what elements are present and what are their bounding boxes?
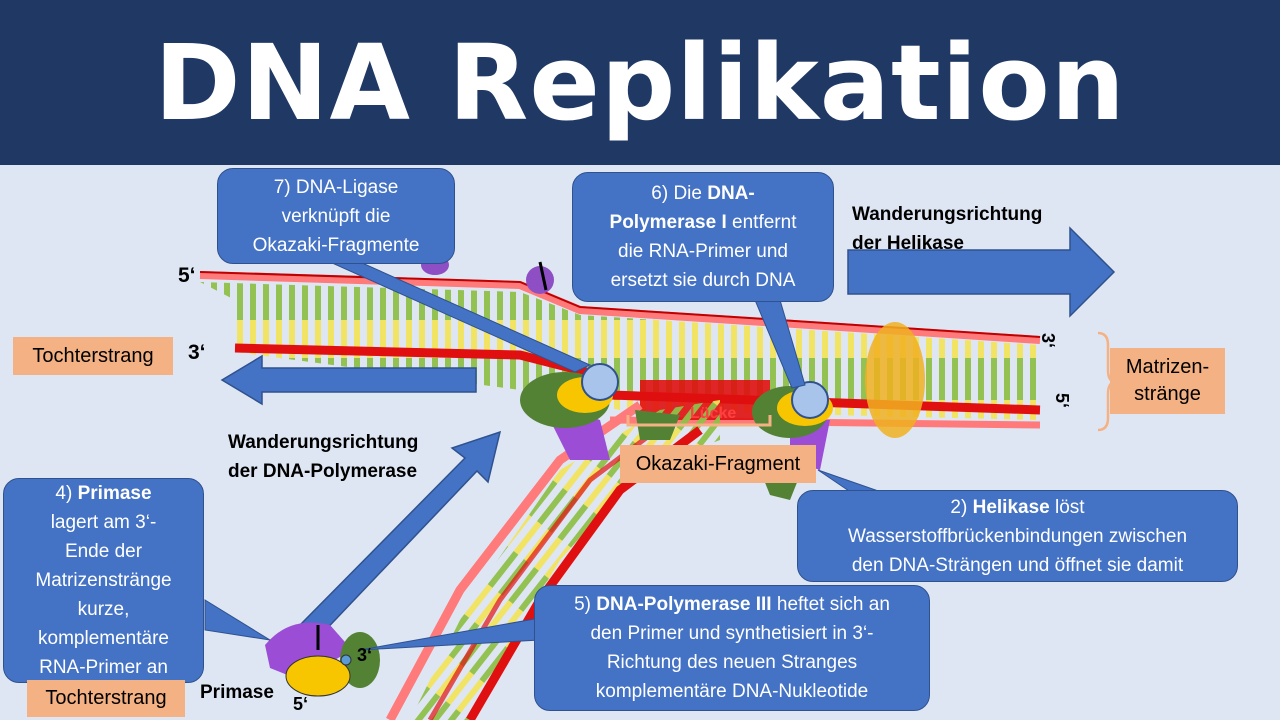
title-banner: DNA Replikation	[0, 0, 1280, 165]
label-3prime-left: 3‘	[188, 341, 206, 364]
callout-primase-line1: 4) Primase	[55, 483, 152, 504]
label-5prime-right: 5‘	[1052, 392, 1073, 409]
callout-pol3-line1: 5) DNA-Polymerase III heftet sich an	[574, 594, 890, 615]
tag-matrizenstraenge: Matrizen- stränge	[1110, 348, 1225, 414]
label-5prime-top: 5‘	[178, 264, 196, 287]
primase-shape	[265, 622, 380, 697]
callout-pol3-line4: komplementäre DNA-Nukleotide	[595, 681, 869, 702]
label-luecke: Lücke	[690, 405, 737, 422]
callout-primase-line2: lagert am 3‘-	[50, 512, 157, 533]
label-3prime-bottom: 3‘	[357, 645, 373, 665]
label-5prime-bottom: 5‘	[293, 694, 309, 714]
callout-helikase-line2: Wasserstoffbrückenbindungen zwischen	[847, 525, 1188, 547]
arrow-polymerase	[298, 430, 502, 642]
callout-primase-line6: komplementäre	[38, 628, 169, 649]
callout-primase-line5: kurze,	[77, 599, 130, 620]
arrow-helikase	[847, 226, 1116, 318]
callout-ligase-line2: verknüpft die	[281, 205, 391, 227]
tag-okazaki-fragment: Okazaki-Fragment	[620, 445, 816, 483]
arrow-tochterstrang	[220, 354, 477, 406]
okazaki-bracket	[626, 415, 772, 427]
callout-primase-line7: RNA-Primer an	[39, 657, 168, 678]
callout-ligase: 7) DNA-Ligase verknüpft die Okazaki-Frag…	[217, 168, 455, 264]
callout-pol1-line1: 6) Die DNA-	[651, 183, 755, 204]
tag-tochterstrang-bottom: Tochterstrang	[27, 680, 185, 717]
label-primase: Primase	[200, 682, 274, 703]
callout-ligase-line1: 7) DNA-Ligase	[273, 176, 399, 198]
helicase-shape	[865, 322, 925, 438]
callout-pol3-line2: den Primer und synthetisiert in 3‘-	[590, 623, 874, 644]
label-wander-polymerase: Wanderungsrichtung der DNA-Polymerase	[228, 432, 419, 482]
callout-helikase-line3: den DNA-Strängen und öffnet sie damit	[851, 554, 1184, 576]
label-wander-helikase: Wanderungsrichtung der Helikase	[852, 204, 1043, 254]
label-3prime-right: 3‘	[1038, 332, 1059, 349]
tag-tochterstrang-top: Tochterstrang	[13, 337, 173, 375]
callout-ligase-line3: Okazaki-Fragmente	[252, 234, 420, 256]
callout-polymerase-3: 5) DNA-Polymerase III heftet sich an den…	[534, 585, 930, 711]
callout-primase: 4) Primase lagert am 3‘- Ende der Matriz…	[3, 478, 204, 683]
page-title: DNA Replikation	[154, 21, 1126, 144]
callout-helikase-line1: 2) Helikase löst	[950, 496, 1085, 518]
callout-pol1-line2: Polymerase I entfernt	[609, 212, 797, 233]
callout-polymerase-1: 6) Die DNA- Polymerase I entfernt die RN…	[572, 172, 834, 302]
callout-primase-line3: Ende der	[64, 541, 143, 562]
callout-pol1-line3: die RNA-Primer und	[618, 241, 788, 262]
callout-helikase: 2) Helikase löst Wasserstoffbrückenbindu…	[797, 490, 1238, 582]
callout-pol1-line4: ersetzt sie durch DNA	[610, 270, 796, 291]
callout-primase-line4: Matrizenstränge	[35, 570, 172, 591]
callout-pol3-line3: Richtung des neuen Stranges	[606, 652, 858, 673]
polymerase-complex-left	[520, 363, 619, 460]
